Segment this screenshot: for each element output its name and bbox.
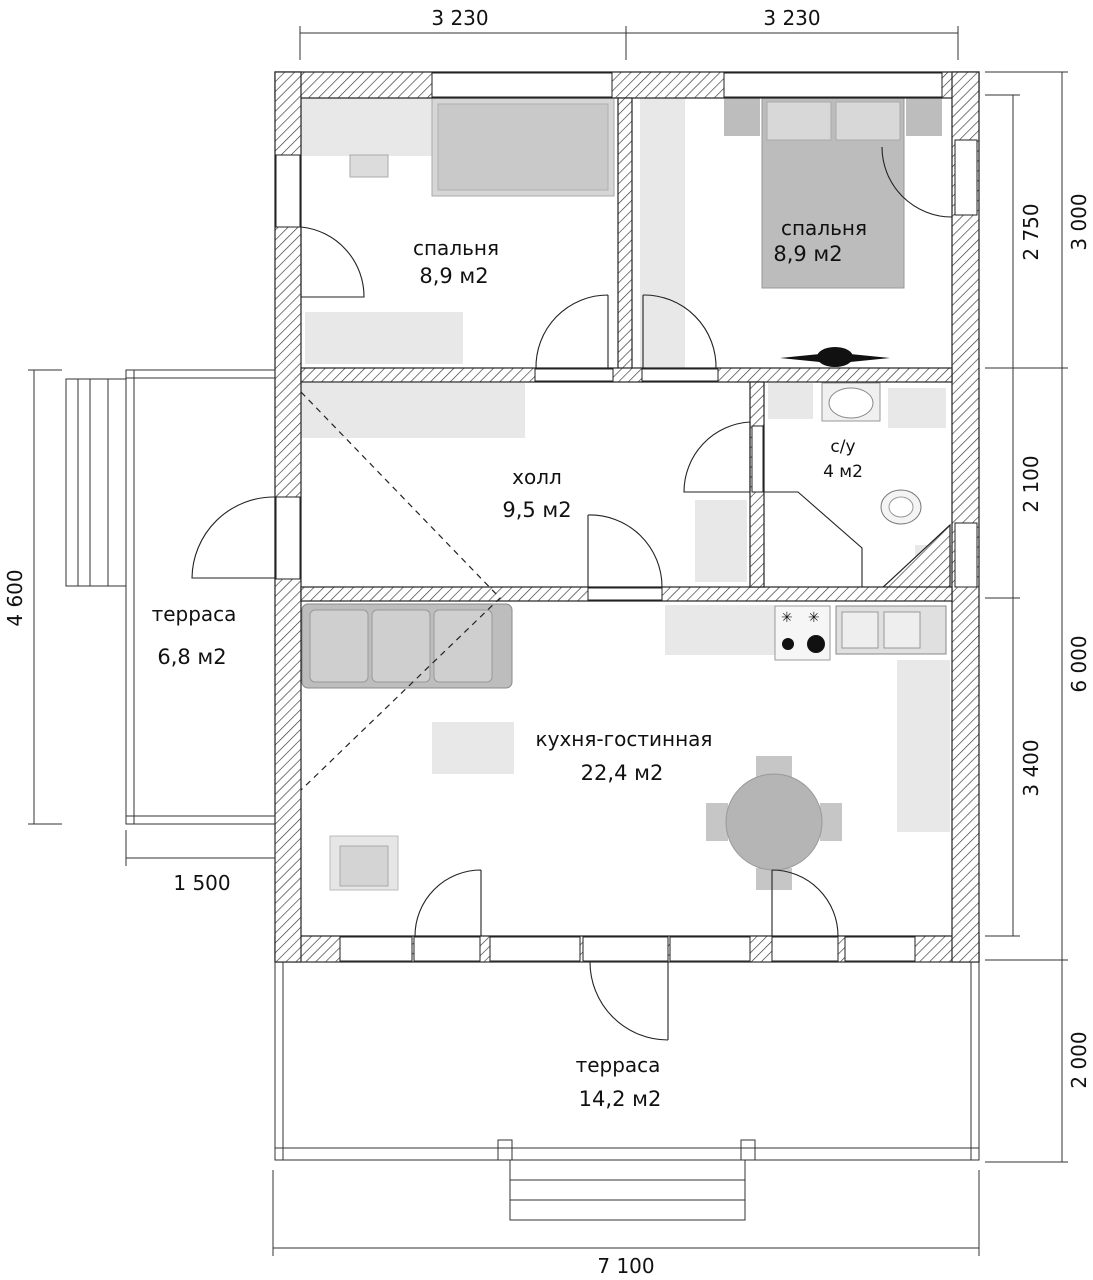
dim-right-outer-top: 3 000 [1067, 193, 1091, 250]
terrace-front [274, 961, 980, 1221]
sink-icon [821, 382, 881, 422]
room-area-bathroom: 4 м2 [823, 462, 863, 482]
dim-bottom-total: 7 100 [597, 1254, 654, 1278]
bed-single [431, 97, 615, 197]
room-area-bedroom-left: 8,9 м2 [419, 264, 488, 288]
room-name-bathroom: с/у [830, 437, 855, 457]
room-area-terrace-front: 14,2 м2 [579, 1087, 662, 1111]
dimension-lines [28, 26, 1068, 1256]
kitchen-sink-icon [835, 605, 947, 655]
room-area-terrace-side: 6,8 м2 [157, 645, 226, 669]
dim-top-left: 3 230 [431, 6, 488, 30]
dim-top-right: 3 230 [763, 6, 820, 30]
terrace-side [65, 369, 276, 825]
doors [191, 146, 953, 1041]
room-area-living-kitchen: 22,4 м2 [581, 761, 664, 785]
room-name-bedroom-left: спальня [413, 236, 499, 260]
dim-right-inner-bottom: 3 400 [1019, 739, 1043, 796]
svg-text:✳: ✳ [781, 610, 793, 626]
sofa [301, 603, 513, 689]
svg-text:✳: ✳ [808, 610, 820, 626]
dim-right-inner-middle: 2 100 [1019, 455, 1043, 512]
bed-double [724, 97, 942, 289]
desk [349, 154, 389, 178]
room-name-hall: холл [512, 465, 562, 489]
room-area-hall: 9,5 м2 [502, 498, 571, 522]
dim-terrace-width: 1 500 [173, 871, 230, 895]
room-area-bedroom-right: 8,9 м2 [773, 242, 842, 266]
shower-tray [878, 523, 951, 591]
room-name-terrace-front: терраса [576, 1053, 661, 1077]
dim-right-inner-top: 2 750 [1019, 203, 1043, 260]
armchair [329, 835, 399, 891]
wall-openings [275, 72, 978, 962]
room-name-terrace-side: терраса [152, 602, 237, 626]
room-name-bedroom-right: спальня [781, 216, 867, 240]
toilet-icon [880, 489, 922, 525]
ceiling-fan-icon [780, 347, 890, 367]
dining-table [706, 756, 842, 890]
furniture-light [300, 98, 953, 832]
dim-left-side: 4 600 [3, 569, 27, 626]
room-name-living-kitchen: кухня-гостинная [536, 727, 713, 751]
dim-right-outer-middle: 6 000 [1067, 635, 1091, 692]
stove-icon: ✳ ✳ [774, 605, 831, 661]
dim-right-outer-bottom: 2 000 [1067, 1031, 1091, 1088]
dashed-diagonal [300, 391, 501, 791]
